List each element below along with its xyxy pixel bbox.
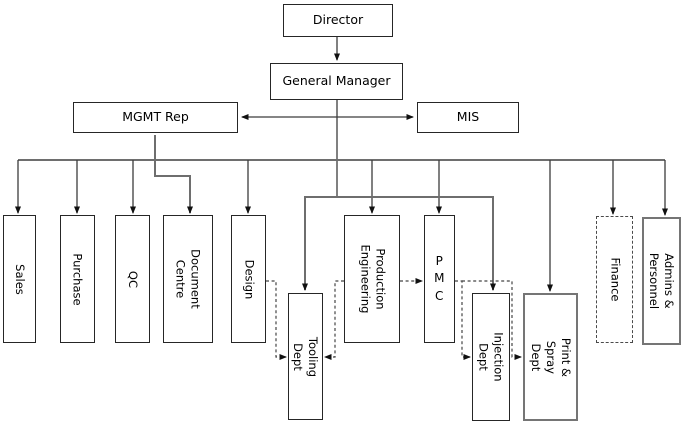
node-qc: QC [115, 215, 150, 343]
node-tooling-dept: Tooling Dept [288, 293, 323, 420]
node-pmc-label: P M C [434, 253, 445, 303]
node-tooling-dept-label: Tooling Dept [291, 336, 321, 377]
connector-branch-injection [337, 196, 496, 291]
node-sales: Sales [3, 215, 36, 343]
node-qc-label: QC [125, 270, 140, 288]
connector-dashed-pmc-printspray [462, 280, 522, 360]
node-production-engineering-label: Production Engineering [358, 244, 387, 314]
node-mgmt-rep-label: MGMT Rep [122, 109, 189, 125]
node-print-spray-dept: Print & Spray Dept [523, 293, 578, 421]
node-design: Design [231, 215, 266, 343]
connector-mgmtrep-doccentre [154, 135, 193, 214]
connector-dashed-pmc-injection [455, 280, 471, 360]
connector-dashed-design-tooling [266, 280, 287, 360]
node-director: Director [283, 4, 393, 37]
node-admins-personnel: Admins & Personnel [642, 217, 681, 345]
node-mis-label: MIS [456, 109, 480, 125]
node-mgmt-rep: MGMT Rep [73, 102, 238, 133]
node-injection-dept-label: Injection Dept [477, 332, 506, 382]
node-finance-label: Finance [607, 257, 622, 302]
node-general-manager: General Manager [270, 63, 403, 100]
node-injection-dept: Injection Dept [472, 293, 510, 421]
connector-dashed-prodeng-tooling [324, 280, 344, 360]
node-print-spray-dept-label: Print & Spray Dept [529, 337, 573, 377]
node-purchase: Purchase [60, 215, 95, 343]
node-mis: MIS [417, 102, 519, 133]
node-sales-label: Sales [12, 263, 27, 295]
node-design-label: Design [241, 259, 256, 299]
node-production-engineering: Production Engineering [344, 215, 400, 343]
node-purchase-label: Purchase [70, 252, 85, 306]
node-director-label: Director [312, 12, 364, 28]
connector-branch-tooling [302, 196, 337, 291]
node-document-centre: Document Centre [163, 215, 213, 343]
node-admins-personnel-label: Admins & Personnel [647, 252, 677, 310]
node-general-manager-label: General Manager [282, 73, 391, 89]
node-document-centre-label: Document Centre [174, 249, 203, 309]
node-finance: Finance [596, 216, 633, 343]
node-pmc: P M C [424, 215, 455, 343]
